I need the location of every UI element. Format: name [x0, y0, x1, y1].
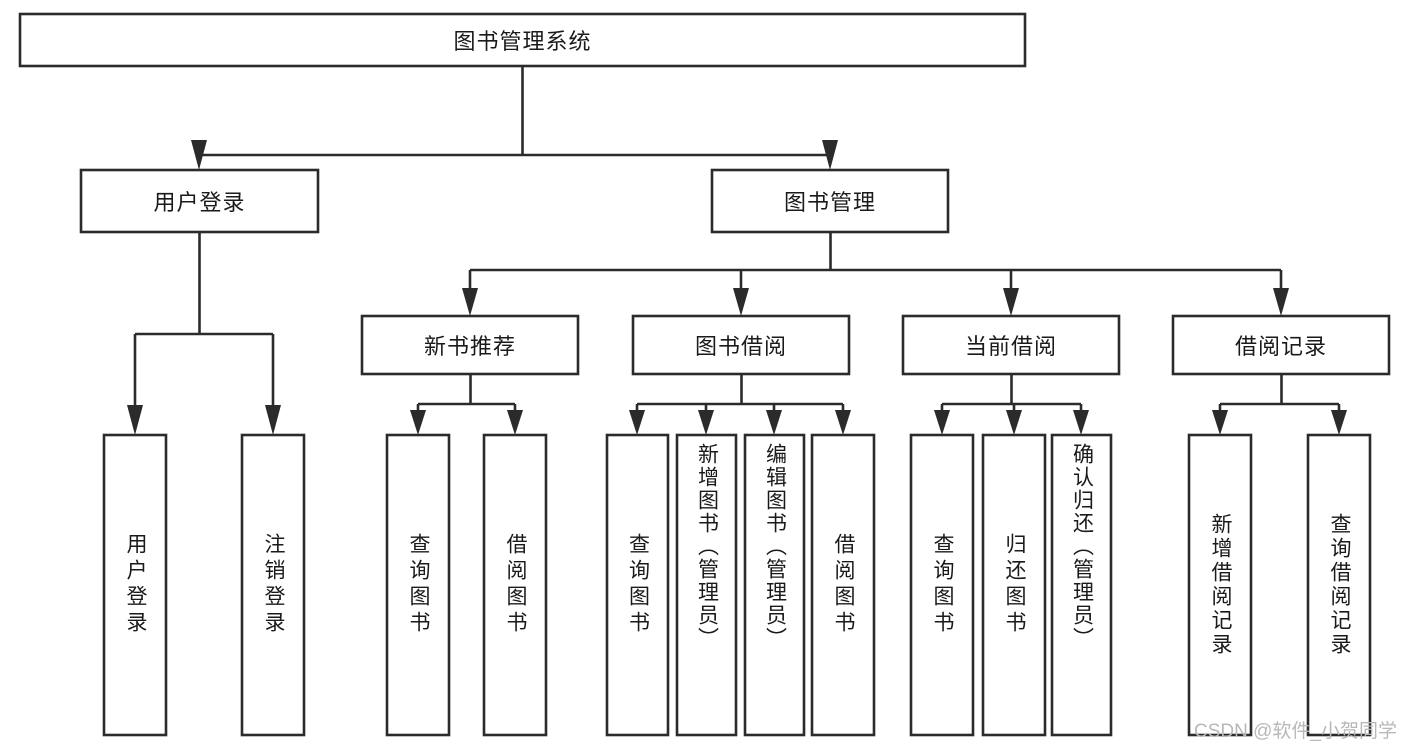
arrow-head-book-management	[822, 140, 838, 170]
node-leaf-query-book-1-box[interactable]	[385, 433, 451, 737]
node-leaf-query-record-box[interactable]	[1306, 433, 1372, 737]
node-leaf-query-book-3-box[interactable]	[909, 433, 975, 737]
connector-layer	[127, 66, 1347, 435]
node-current-borrow-box[interactable]	[901, 314, 1121, 376]
node-leaf-edit-book-box[interactable]	[743, 433, 806, 737]
arrow-head-leaf-edit-book	[766, 410, 782, 435]
node-book-borrow-box[interactable]	[631, 314, 851, 376]
arrow-head-leaf-borrow-book-2	[835, 410, 851, 435]
arrow-head-leaf-confirm-return	[1073, 410, 1089, 435]
node-leaf-query-book-2-box[interactable]	[605, 433, 670, 737]
node-leaf-confirm-return-box[interactable]	[1050, 433, 1113, 737]
arrow-head-leaf-logout	[265, 405, 281, 435]
arrow-head-leaf-add-book	[698, 410, 714, 435]
node-new-book-recommend-box[interactable]	[360, 314, 580, 376]
node-leaf-logout-box[interactable]	[240, 433, 306, 737]
node-user-login-box[interactable]	[79, 168, 320, 234]
connector-root-to-level2	[197, 66, 832, 157]
node-box-layer	[18, 12, 1391, 737]
node-book-management-box[interactable]	[710, 168, 950, 234]
node-leaf-return-book-box[interactable]	[981, 433, 1047, 737]
arrow-head-current-borrow	[1003, 288, 1019, 316]
node-leaf-user-login-box[interactable]	[102, 433, 168, 737]
connector-current-borrow-bus	[940, 402, 1083, 412]
arrow-head-borrow-record	[1273, 288, 1289, 316]
arrow-head-new-book-recommend	[462, 288, 478, 316]
node-root-box[interactable]	[18, 12, 1027, 68]
node-leaf-add-book-box[interactable]	[675, 433, 738, 737]
node-borrow-record-box[interactable]	[1171, 314, 1391, 376]
arrow-head-leaf-query-book-2	[629, 410, 645, 435]
node-leaf-borrow-book-1-box[interactable]	[482, 433, 548, 737]
csdn-watermark: CSDN @软件_小贺同学	[1194, 721, 1397, 742]
connector-borrow-record-bus	[1218, 402, 1341, 412]
connector-book-borrow-bus	[635, 402, 845, 412]
arrow-head-leaf-borrow-book-1	[507, 410, 523, 435]
arrow-head-leaf-user-login	[127, 405, 143, 435]
connector-new-book-recommend-bus	[416, 402, 517, 412]
node-leaf-add-record-box[interactable]	[1187, 433, 1253, 737]
node-leaf-borrow-book-2-box[interactable]	[810, 433, 876, 737]
arrow-head-book-borrow	[733, 288, 749, 316]
arrow-head-leaf-add-record	[1212, 410, 1228, 435]
arrow-head-leaf-return-book	[1006, 410, 1022, 435]
arrow-head-leaf-query-book-1	[410, 410, 426, 435]
connector-user-login-bus	[133, 332, 275, 405]
arrow-head-leaf-query-record	[1331, 410, 1347, 435]
arrow-head-leaf-query-book-3	[934, 410, 950, 435]
arrow-head-user-login	[191, 140, 207, 170]
connector-book-management-bus	[468, 268, 1283, 288]
